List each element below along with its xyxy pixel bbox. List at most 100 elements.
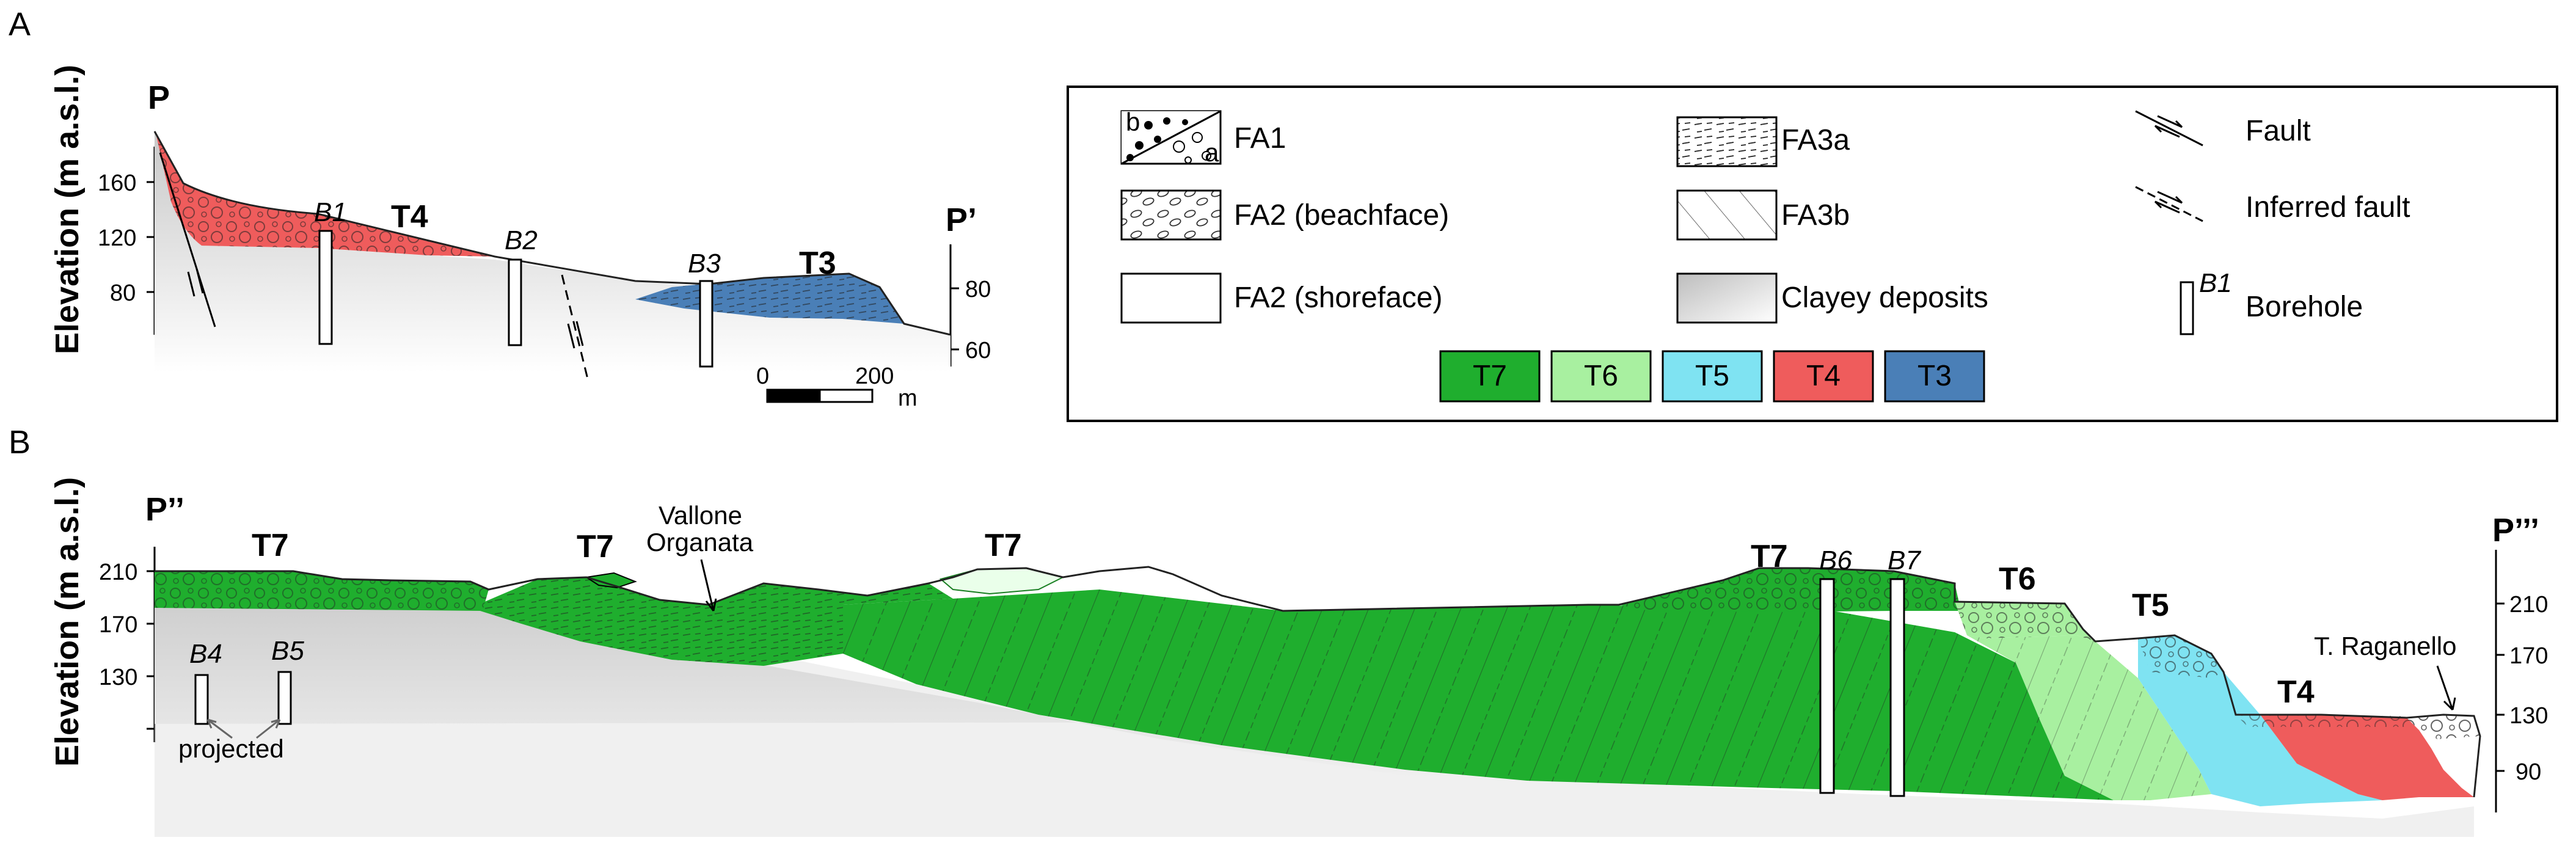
terrace-swatch-label: T7 [1473, 360, 1507, 392]
borehole-b2 [508, 258, 522, 346]
terrace-swatch-t6 [1550, 350, 1652, 403]
panel-b-letter: B [9, 424, 31, 461]
fa2-shoreface-swatch [1120, 272, 1222, 324]
profile-start-label: P [148, 79, 170, 116]
fault-icon [2135, 110, 2203, 147]
projected-arrow [256, 718, 281, 739]
terrace-swatch-label: T5 [1695, 360, 1729, 392]
terrace-swatch-t5 [1662, 350, 1763, 403]
borehole-b5 [277, 671, 292, 725]
scale-bar-dark [766, 389, 821, 403]
borehole-b6-label: B6 [1819, 546, 1852, 575]
tick-label: 80 [965, 277, 991, 302]
tick-label: 130 [99, 665, 137, 690]
borehole-b3 [699, 280, 713, 368]
terrace-swatches: T7 T6 T5 T4 T3 [1439, 350, 1985, 403]
topographic-surface-b [155, 566, 2481, 798]
projected-label: projected [178, 734, 284, 763]
clayey-swatch [1676, 272, 1778, 324]
legend: b a FA1 FA2 (beachface) FA2 (shoreface) … [1067, 86, 2558, 422]
borehole-b6 [1819, 578, 1835, 794]
scale-end: 200 [855, 363, 894, 389]
t6-pattern [1967, 635, 2211, 800]
borehole-b1 [318, 230, 333, 345]
fa1-swatch [1120, 110, 1222, 165]
tick-label: 160 [98, 170, 136, 196]
profile-b-end-label: P’’’ [2492, 512, 2539, 549]
fa2-beachface-swatch [1120, 189, 1222, 241]
tick-label: 80 [110, 280, 136, 306]
borehole-b4-label: B4 [189, 639, 222, 669]
legend-fa2-shoreface: FA2 (shoreface) [1234, 282, 1442, 314]
legend-fault: Fault [2246, 115, 2311, 147]
terrace-label-t7: T7 [1751, 539, 1788, 574]
profile-b-start-label: P’’ [145, 491, 184, 528]
terrace-label-t4: T4 [2277, 674, 2315, 710]
inferred-fault-icon [2135, 186, 2203, 222]
raganello-arrow [2436, 665, 2456, 711]
borehole-b1-label: B1 [314, 197, 347, 227]
legend-fa3b: FA3b [1781, 199, 1850, 232]
scale-start: 0 [756, 363, 769, 389]
inferred-fault-arrows [567, 321, 584, 349]
tick-label: 130 [2509, 703, 2548, 729]
y-axis-title-b: Elevation (m a.s.l.) [49, 477, 86, 767]
legend-borehole: Borehole [2246, 291, 2363, 323]
panel-a-letter: A [9, 6, 31, 43]
projected-arrow [206, 718, 233, 739]
fault-line [159, 152, 216, 327]
terrace-swatch-label: T3 [1917, 360, 1952, 392]
terrace-swatch-label: T4 [1806, 360, 1841, 392]
terrace-swatch-label: T6 [1584, 360, 1618, 392]
inferred-fault-line [561, 274, 589, 379]
t4-pebble-pattern [156, 133, 495, 257]
legend-fa2-beachface: FA2 (beachface) [1234, 199, 1449, 232]
fa3b-swatch [1676, 189, 1778, 241]
borehole-b7 [1889, 578, 1905, 797]
borehole-b2-label: B2 [505, 225, 538, 255]
panel-a: A P P’ Elevation (m a.s.l.) 160 120 80 8… [9, 6, 991, 411]
tick-label: 210 [2509, 592, 2548, 618]
terrace-label-t6: T6 [1999, 561, 2036, 597]
terrace-label-t7: T7 [252, 528, 289, 563]
tick-label: 210 [99, 560, 137, 585]
t7-lens [585, 572, 637, 589]
terrace-swatch-t3 [1884, 350, 1985, 403]
topographic-surface-a [153, 131, 951, 336]
t7-fa3b-pattern [843, 589, 2114, 800]
terrace-label-t4: T4 [391, 199, 428, 235]
fa3a-swatch [1676, 116, 1778, 167]
borehole-b4 [194, 674, 209, 725]
t6-pebble-pattern [1955, 602, 2095, 641]
t7-right-pebble-pattern [1619, 568, 1961, 612]
scale-bar-light [819, 389, 874, 403]
profile-end-label: P’ [946, 202, 977, 238]
vallone-label-line2: Organata [646, 528, 754, 557]
tick-label: 170 [2509, 643, 2548, 669]
terrace-label-t5: T5 [2132, 588, 2169, 623]
terrace-label-t7: T7 [577, 529, 614, 564]
borehole-b7-label: B7 [1888, 546, 1921, 575]
scale-unit: m [898, 385, 918, 411]
vallone-arrow [700, 559, 717, 611]
t4-deposit-b [2236, 715, 2474, 800]
y-axis-title: Elevation (m a.s.l.) [49, 65, 86, 354]
legend-fa3a: FA3a [1781, 124, 1850, 156]
tick-label: 170 [99, 612, 137, 638]
panel-b: B P’’ P’’’ Elevation (m a.s.l.) 210 170 … [9, 424, 2548, 837]
tick-label: 90 [2516, 759, 2541, 785]
fa1-a-label: a [1205, 138, 1219, 167]
t5-pebble-pattern [2138, 635, 2224, 678]
raganello-pebble-pattern [2407, 715, 2480, 739]
terrace-swatch-t7 [1439, 350, 1541, 403]
borehole-b3-label: B3 [688, 249, 721, 279]
tick-label: 60 [965, 338, 991, 363]
fa1-b-label: b [1126, 108, 1140, 136]
borehole-icon [2180, 281, 2194, 335]
terrace-label-t3: T3 [799, 246, 836, 281]
tick-label: 120 [98, 225, 136, 251]
borehole-b5-label: B5 [271, 636, 304, 666]
fault-arrows [187, 268, 204, 297]
vallone-label-line1: Vallone [659, 501, 742, 530]
